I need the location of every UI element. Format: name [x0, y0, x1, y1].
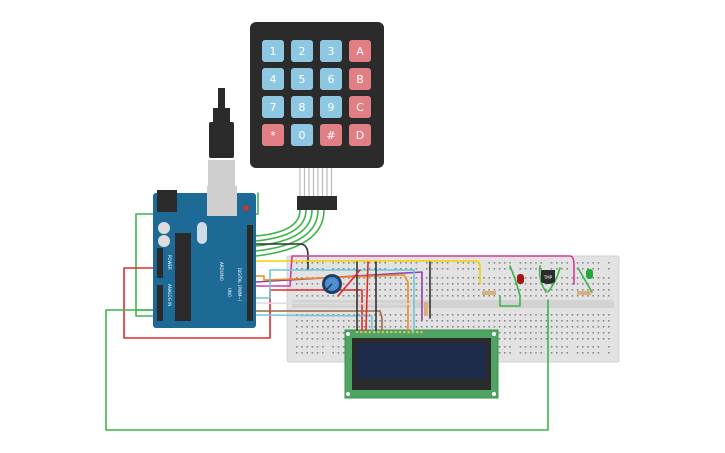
keypad-key[interactable]: B — [349, 68, 371, 90]
keypad-key[interactable]: 3 — [320, 40, 342, 62]
digital-header-label: DIGITAL (PWM~) — [237, 268, 242, 302]
keypad-key[interactable]: 6 — [320, 68, 342, 90]
analog-header-label: ANALOG IN — [167, 284, 172, 306]
keypad-key[interactable]: A — [349, 40, 371, 62]
sensor-label: TMP — [543, 275, 553, 280]
lcd-display[interactable] — [344, 329, 499, 399]
key-label: 4 — [270, 73, 277, 86]
key-label: 3 — [328, 45, 335, 58]
keypad-key[interactable]: 9 — [320, 96, 342, 118]
key-label: 1 — [270, 45, 277, 58]
wires — [105, 192, 593, 431]
key-label: B — [356, 73, 364, 86]
key-label: 9 — [328, 101, 335, 114]
keypad-key[interactable]: 8 — [291, 96, 313, 118]
key-label: 2 — [299, 45, 306, 58]
key-label: D — [356, 129, 364, 142]
keypad[interactable]: 1 2 3 A 4 5 6 B 7 8 9 C * 0 # D — [250, 22, 384, 210]
resistors — [424, 291, 591, 316]
power-header-label: POWER — [167, 255, 172, 270]
key-label: C — [356, 101, 364, 114]
key-label: 5 — [299, 73, 306, 86]
key-label: # — [326, 129, 335, 142]
key-label: 7 — [270, 101, 277, 114]
keypad-key[interactable]: 2 — [291, 40, 313, 62]
arduino-model-label: UNO — [227, 288, 232, 297]
key-label: * — [270, 129, 276, 142]
keypad-key[interactable]: 0 — [291, 124, 313, 146]
key-label: A — [356, 45, 364, 58]
arduino-uno[interactable]: ARDUINO UNO DIGITAL (PWM~) ANALOG IN POW… — [153, 186, 256, 328]
temperature-sensor[interactable]: TMP — [541, 270, 555, 284]
key-label: 8 — [299, 101, 306, 114]
lcd-screen — [357, 343, 486, 379]
lcd-pins — [355, 330, 423, 334]
keypad-key[interactable]: 1 — [262, 40, 284, 62]
keypad-key[interactable]: * — [262, 124, 284, 146]
keypad-key[interactable]: C — [349, 96, 371, 118]
red-led[interactable] — [517, 274, 524, 284]
arduino-brand-label: ARDUINO — [219, 262, 224, 281]
key-label: 0 — [299, 129, 306, 142]
keypad-key[interactable]: 5 — [291, 68, 313, 90]
keypad-key[interactable]: 7 — [262, 96, 284, 118]
keypad-key[interactable]: 4 — [262, 68, 284, 90]
key-label: 6 — [328, 73, 335, 86]
keypad-key[interactable]: # — [320, 124, 342, 146]
keypad-key[interactable]: D — [349, 124, 371, 146]
potentiometer[interactable] — [322, 274, 342, 294]
green-led[interactable] — [586, 269, 593, 279]
